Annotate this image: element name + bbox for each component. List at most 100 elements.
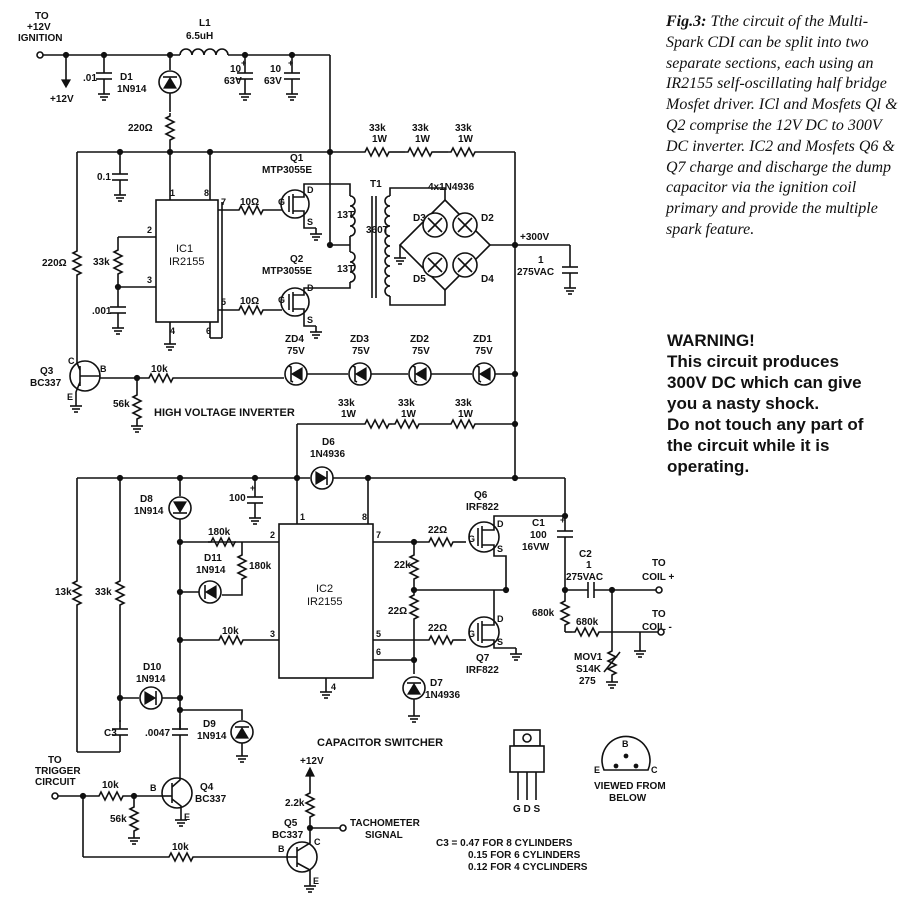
label-l1-val: 6.5uH [186, 31, 213, 42]
transformer-t1: T1 13T 13T 360T [330, 179, 446, 306]
ic2-pin5: 5 [376, 629, 381, 639]
label-d1-type: 1N914 [117, 84, 147, 95]
label-r180k-a: 180k [208, 527, 231, 538]
label-r10k-ic2: 10k [222, 626, 239, 637]
label-r10k-q4: 10k [102, 780, 119, 791]
label-ic1: IC1 [176, 243, 193, 255]
label-r56k: 56k [113, 399, 130, 410]
bleed-resistors: 33k 1W 33k 1W 33k 1W [296, 398, 516, 478]
q3-base: B [100, 364, 107, 374]
label-plus12v-c: +12V [300, 756, 324, 767]
label-r10a: 10Ω [240, 197, 259, 208]
label-zd1v: 75V [475, 346, 493, 357]
trigger-input: TO TRIGGER CIRCUIT 10k 56k 10k [35, 755, 286, 862]
diode-d4: D4 [452, 252, 494, 285]
label-c100: 100 [229, 493, 246, 504]
label-trigger: TRIGGER [35, 766, 81, 777]
q1-gate: G [278, 197, 285, 207]
label-coil-minus: COIL - [642, 622, 672, 633]
label-ic1-type: IR2155 [169, 256, 204, 268]
label-r680k-b: 680k [576, 617, 599, 628]
label-zd2: ZD2 [410, 334, 429, 345]
to220-package-icon: G D S [509, 729, 545, 815]
c3-note-line2: 0.15 FOR 6 CYLINDERS [468, 850, 581, 861]
label-c10b2: 63V [264, 76, 282, 87]
q1-source: S [307, 217, 313, 227]
label-q5-type: BC337 [272, 830, 304, 841]
capacitor-switcher-section: D6 1N4936 D8 1N914 100 + IC2 IR2155 1 8 … [55, 437, 674, 776]
label-c-001: .001 [92, 306, 112, 317]
label-r10k-q3: 10k [151, 364, 168, 375]
ic2-pin2: 2 [270, 530, 275, 540]
junction-dots [62, 51, 569, 594]
ic2-pin6: 6 [376, 647, 381, 657]
label-c275: 275VAC [517, 267, 554, 278]
label-r220b: 220Ω [42, 258, 67, 269]
label-mov1: MOV1 [574, 652, 603, 663]
to92-pin-e: E [594, 765, 600, 775]
q6-drain: D [497, 519, 504, 529]
warning-line: the circuit while it is [667, 436, 830, 455]
label-to: TO [35, 11, 49, 22]
label-r1w-3: 1W [458, 134, 474, 145]
label-r22c: 22Ω [428, 623, 447, 634]
warning-line: 300V DC which can give [667, 373, 862, 392]
label-d1: D1 [120, 72, 133, 83]
label-c1-v: 16VW [522, 542, 550, 553]
label-q3-type: BC337 [30, 378, 62, 389]
label-r10b: 10Ω [240, 296, 259, 307]
warning-line: Do not touch any part of [667, 415, 864, 434]
q7-drain: D [497, 614, 504, 624]
label-c0047: .0047 [145, 728, 170, 739]
label-tacho2: SIGNAL [365, 830, 403, 841]
svg-text:+: + [560, 515, 565, 525]
label-r10k-q5: 10k [172, 842, 189, 853]
ic2-pin4: 4 [331, 682, 336, 692]
transistor-q4: B E Q4 BC337 [150, 776, 227, 827]
label-to-coil1: TO [652, 558, 666, 569]
label-q4: Q4 [200, 782, 214, 793]
transistor-q3: C B E Q3 BC337 [30, 356, 107, 413]
label-d5: D5 [413, 274, 426, 285]
label-d11: D11 [204, 553, 222, 564]
to92-package-icon: B E C VIEWED FROM BELOW [594, 735, 666, 804]
label-q1-type: MTP3055E [262, 165, 312, 176]
hv-inverter-section: 33k 1W 33k 1W 33k 1W 0.1 220Ω IC1 IR2155… [42, 123, 516, 424]
label-r1w-4: 1W [341, 409, 357, 420]
label-r33k-5: 33k [398, 398, 415, 409]
label-circuit: CIRCUIT [35, 777, 76, 788]
label-diodes4: 4x1N4936 [428, 182, 475, 193]
label-ic2: IC2 [316, 583, 333, 595]
diode-d1: D1 1N914 220Ω [117, 55, 182, 200]
label-tacho1: TACHOMETER [350, 818, 421, 829]
label-c2-lbl: C2 [579, 549, 592, 560]
label-d6: D6 [322, 437, 335, 448]
label-r1w-2: 1W [415, 134, 431, 145]
label-plus300v: +300V [520, 232, 550, 243]
q3-collector: C [68, 356, 75, 366]
q2-source: S [307, 315, 313, 325]
label-mov-v: 275 [579, 676, 596, 687]
label-zd3: ZD3 [350, 334, 369, 345]
label-plus12v-b: +12V [50, 94, 74, 105]
q5-emitter: E [313, 876, 319, 886]
label-d7-type: 1N4936 [425, 690, 460, 701]
label-c1uf: 1 [538, 255, 544, 266]
label-zd1: ZD1 [473, 334, 492, 345]
label-l1: L1 [199, 18, 211, 29]
label-c2-val: 1 [586, 560, 592, 571]
label-q7: Q7 [476, 653, 490, 664]
label-r22k: 22k [394, 560, 411, 571]
ic1-pin7: 7 [221, 197, 226, 207]
label-d3: D3 [413, 213, 426, 224]
label-to-trig: TO [48, 755, 62, 766]
figure-caption: Fig.3: Tthe circuit of the Multi-Spark C… [666, 12, 898, 241]
q2-drain: D [307, 283, 314, 293]
label-c1-lbl: C1 [532, 518, 545, 529]
label-r22b: 22Ω [388, 606, 407, 617]
label-q5: Q5 [284, 818, 298, 829]
warning-line: This circuit produces [667, 352, 839, 371]
warning-line: you a nasty shock. [667, 394, 820, 413]
q7-gate: G [468, 629, 475, 639]
